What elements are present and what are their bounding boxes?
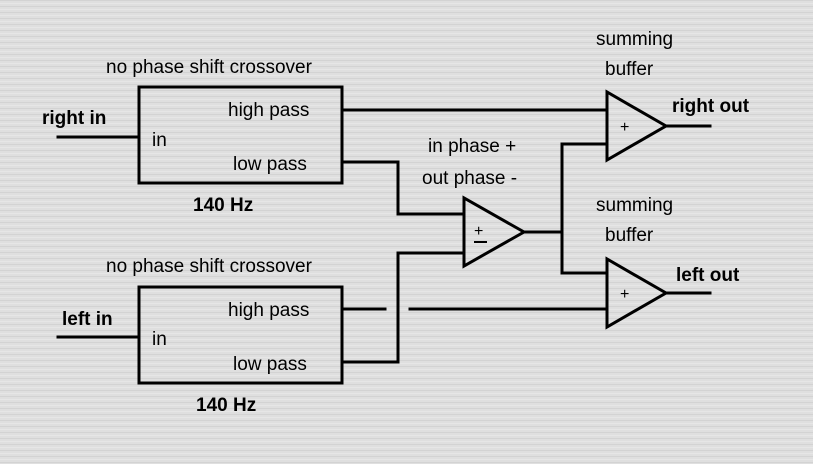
summing-top-line1: summing (596, 29, 673, 50)
crossover-block-top: no phase shift crossover in high pass lo… (106, 57, 344, 216)
summing-buffer-bottom: summing buffer + (596, 195, 673, 330)
left-in-label: left in (62, 309, 113, 330)
crossover-block-bottom: no phase shift crossover in high pass lo… (106, 256, 344, 416)
wire-top-low (340, 160, 466, 216)
diff-amp-line2: out phase - (422, 168, 517, 189)
diff-amp-triangle (462, 195, 528, 269)
crossover-bottom-box (137, 285, 344, 385)
left-out-label: left out (676, 265, 740, 286)
crossover-top-freq: 140 Hz (193, 195, 253, 216)
crossover-bottom-high-port: high pass (228, 300, 309, 321)
crossover-bottom-title: no phase shift crossover (106, 256, 313, 277)
summing-top-plus: + (620, 119, 629, 136)
right-in-label: right in (42, 108, 106, 129)
diff-amp-plus: + (474, 223, 483, 240)
crossover-bottom-in-port: in (152, 329, 167, 350)
difference-amplifier: in phase + out phase - + (422, 136, 528, 269)
right-out-label: right out (672, 96, 750, 117)
summing-top-line2: buffer (605, 59, 654, 80)
crossover-bottom-low-port: low pass (233, 354, 307, 375)
summing-bottom-line1: summing (596, 195, 673, 216)
diff-amp-line1: in phase + (428, 136, 516, 157)
crossover-bottom-freq: 140 Hz (196, 395, 256, 416)
summing-bottom-triangle (605, 256, 670, 330)
crossover-top-box (137, 85, 344, 185)
crossover-top-in-port: in (152, 130, 167, 151)
crossover-top-title: no phase shift crossover (106, 57, 313, 78)
crossover-top-low-port: low pass (233, 154, 307, 175)
wiring (340, 108, 609, 364)
summing-bottom-plus: + (620, 286, 629, 303)
summing-bottom-line2: buffer (605, 225, 654, 246)
wire-bottom-low (340, 251, 466, 364)
summing-buffer-top: summing buffer + (596, 29, 673, 163)
crossover-top-high-port: high pass (228, 100, 309, 121)
summing-top-triangle (605, 89, 670, 163)
